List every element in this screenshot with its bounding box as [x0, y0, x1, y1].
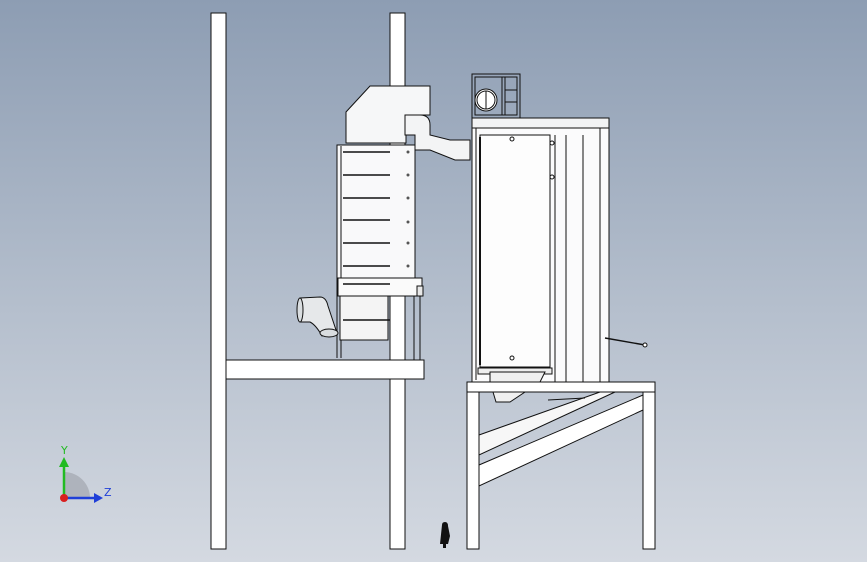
fan-frame[interactable] [471, 73, 521, 119]
left-column[interactable] [210, 12, 227, 550]
human-scale-figure [440, 522, 450, 548]
y-axis-arrow-icon [59, 457, 69, 467]
filter-cabinet[interactable] [471, 117, 648, 383]
y-axis-label: Y [60, 444, 68, 457]
z-axis-arrow-icon [94, 493, 103, 503]
cyclone-ladder[interactable] [343, 151, 390, 321]
cyclone-bolts [406, 150, 410, 268]
x-axis-origin-icon [60, 494, 68, 502]
connecting-duct[interactable] [404, 114, 471, 161]
inlet-elbow[interactable] [296, 296, 339, 338]
pressure-gauge-icon[interactable] [474, 88, 498, 112]
z-axis-label: Z [104, 486, 112, 499]
support-stand[interactable] [466, 381, 656, 550]
horizontal-beam[interactable] [225, 359, 425, 380]
cyclone-body[interactable] [336, 85, 431, 360]
coordinate-triad: Y Z [59, 444, 112, 503]
triad-quarter-disc [64, 472, 90, 498]
